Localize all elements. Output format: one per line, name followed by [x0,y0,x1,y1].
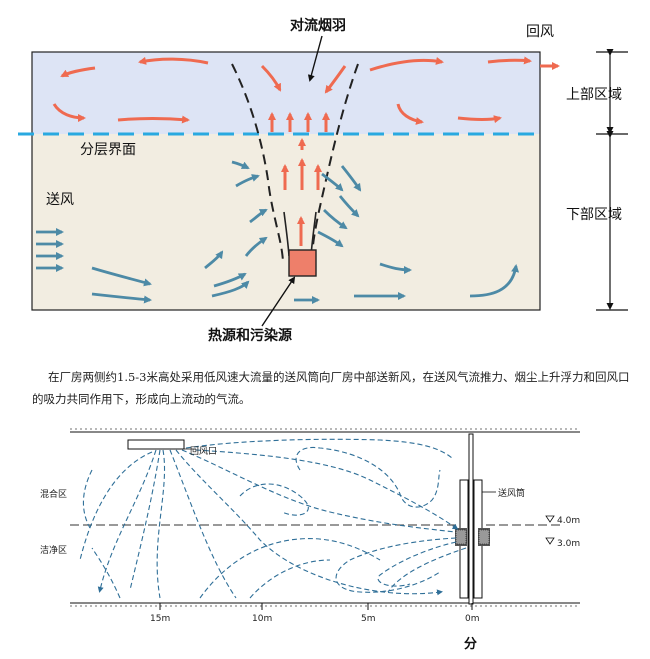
lower-airflow-arrows [36,160,520,304]
clean-zone-label: 洁净区 [40,544,67,556]
plume-boundary [231,63,359,263]
supply-air-label: 送风 [46,192,74,208]
stratified-ventilation-diagram: 对流烟羽 回风 上部区域 下部区域 分层界面 送风 热源和污染源 [18,17,628,344]
supply-duct [459,433,483,605]
heat-source [288,249,317,277]
plume-label: 对流烟羽 [290,17,346,34]
height-markers: 4.0m 3.0m [545,515,580,549]
source-label: 热源和污染源 [208,327,292,344]
upper-zone-label: 上部区域 [566,87,622,103]
distance-tick-5m: 5m [361,614,376,624]
diffuser-right [478,528,490,546]
caption-paragraph: 在厂房两侧约1.5-3米高处采用低风速大流量的送风筒向厂房中部送新风，在送风气流… [32,370,630,406]
mixing-clean-zone-diagram: 混合区 洁净区 回风口 送风筒 4.0m 3.0m 15m 10m 5m 0m … [40,428,580,652]
zone-dimension [596,49,628,311]
distance-tick-15m: 15m [150,614,170,624]
lower-zone-label: 下部区域 [566,207,622,223]
supply-duct-label: 送风筒 [498,487,525,499]
streamlines [79,438,467,599]
return-vent-label: 回风口 [190,446,217,457]
upper-zone [32,52,540,134]
distance-axis [159,603,473,610]
bottom-cut-label: 分 [464,636,477,652]
source-leader [261,276,296,327]
interface-label: 分层界面 [80,142,136,158]
plume-leader [307,35,323,82]
mixed-zone-label: 混合区 [40,488,67,500]
return-vent [127,439,185,450]
height-mark-4m: 4.0m [557,516,580,526]
return-air-label: 回风 [526,24,554,40]
diffuser-left [455,528,467,546]
distance-tick-0m: 0m [465,614,480,624]
height-mark-3m: 3.0m [557,539,580,549]
distance-tick-10m: 10m [252,614,272,624]
upper-airflow-arrows [52,56,532,246]
room-outline [31,51,541,311]
